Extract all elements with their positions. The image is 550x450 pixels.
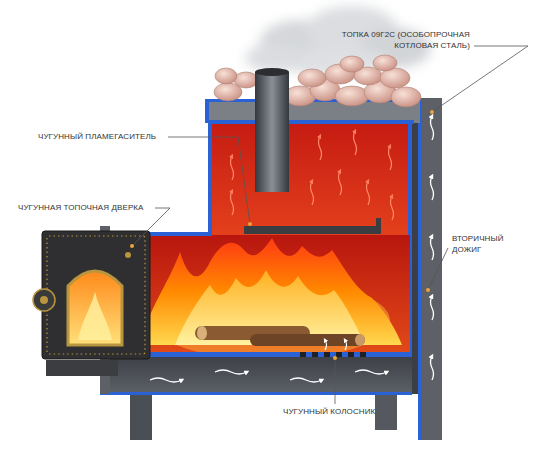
callout-label: ЧУГУННАЯ ТОПОЧНАЯ ДВЕРКА bbox=[18, 203, 144, 214]
callout-label: ВТОРИЧНЫЙ ДОЖИГ bbox=[452, 234, 514, 256]
callout-label: ТОПКА 09Г2С (ОСОБОПРОЧНАЯ КОТЛОВАЯ СТАЛЬ… bbox=[305, 30, 470, 52]
callout-label: ЧУГУННЫЙ КОЛОСНИК bbox=[283, 407, 375, 418]
callout-label: ЧУГУННЫЙ ПЛАМЕГАСИТЕЛЬ bbox=[38, 132, 156, 143]
